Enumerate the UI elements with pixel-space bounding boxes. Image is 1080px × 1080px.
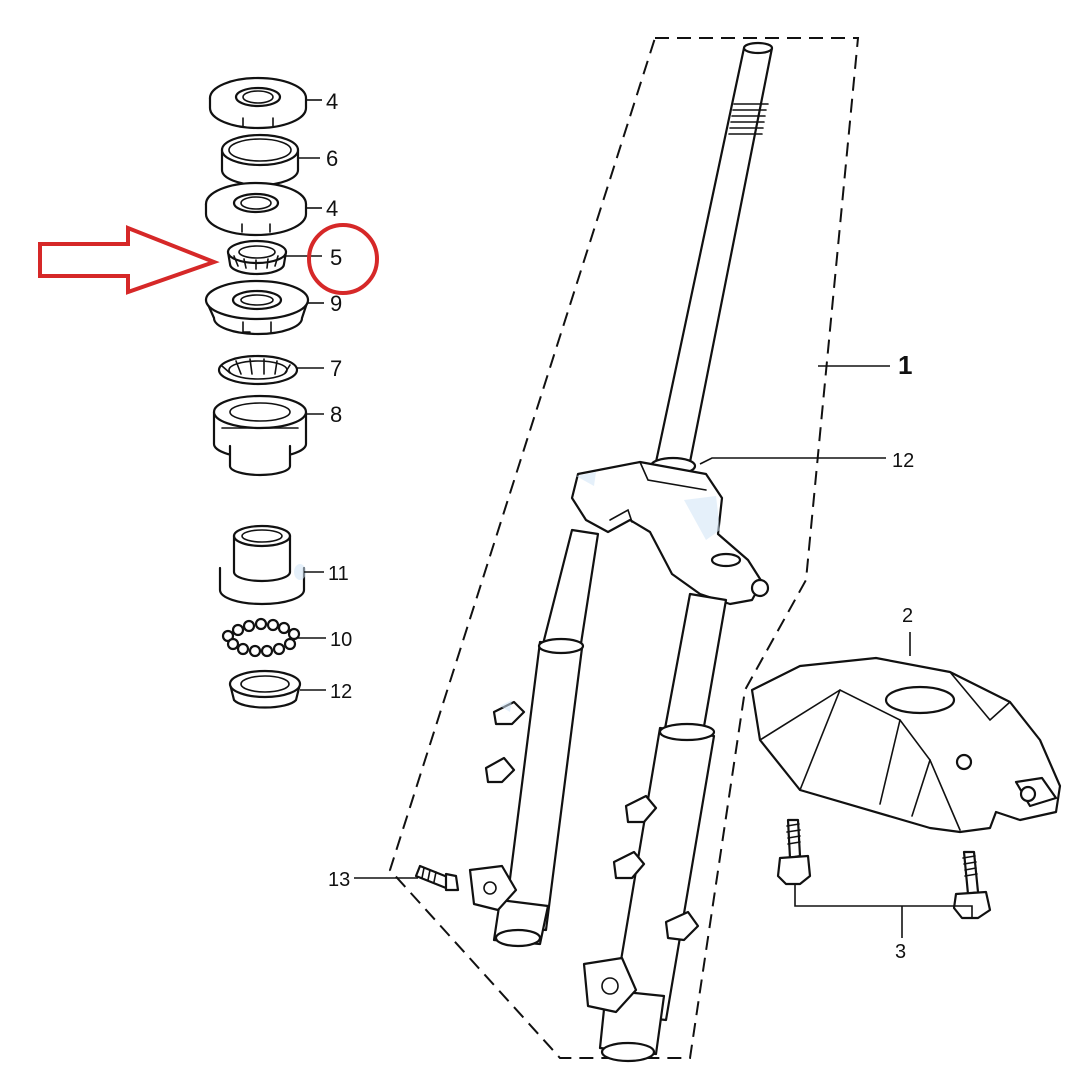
part-11-lower-cup	[218, 524, 306, 606]
part-9-bearing-race	[204, 279, 310, 336]
callout-6: 6	[326, 146, 338, 171]
callout-4-upper: 4	[326, 89, 338, 114]
part-13-bolt	[414, 864, 460, 892]
part-2-front-fender	[750, 656, 1062, 834]
part-4-lower-locknut	[204, 181, 308, 237]
assembly-boundary-dashed	[388, 37, 860, 1059]
part-5-bearing-cone	[226, 239, 288, 276]
part-8-upper-cup	[212, 394, 308, 477]
part-6-spacer-ring	[220, 133, 300, 187]
callout-13: 13	[328, 869, 350, 891]
part-12-lower-race	[228, 669, 302, 709]
leader-lines	[286, 99, 973, 938]
part-1-front-fork-assembly	[468, 41, 774, 1063]
part-3-fender-bolts	[776, 818, 992, 920]
callout-4-lower: 4	[326, 196, 338, 221]
part-10-ball-ring	[221, 617, 301, 658]
callout-5: 5	[330, 245, 342, 270]
part-7-ball-cage	[217, 354, 299, 386]
callout-1: 1	[898, 350, 912, 380]
callout-12-stem: 12	[892, 450, 914, 472]
callout-10: 10	[330, 629, 352, 651]
callout-9: 9	[330, 291, 342, 316]
highlight-circle	[307, 223, 379, 295]
callout-11: 11	[328, 563, 349, 585]
callout-12-lower-race: 12	[330, 681, 352, 703]
callout-3: 3	[895, 941, 906, 963]
callout-7: 7	[330, 356, 342, 381]
highlight-arrow	[38, 225, 220, 295]
callout-8: 8	[330, 402, 342, 427]
callout-2: 2	[902, 605, 913, 627]
part-4-top-locknut	[208, 76, 308, 130]
